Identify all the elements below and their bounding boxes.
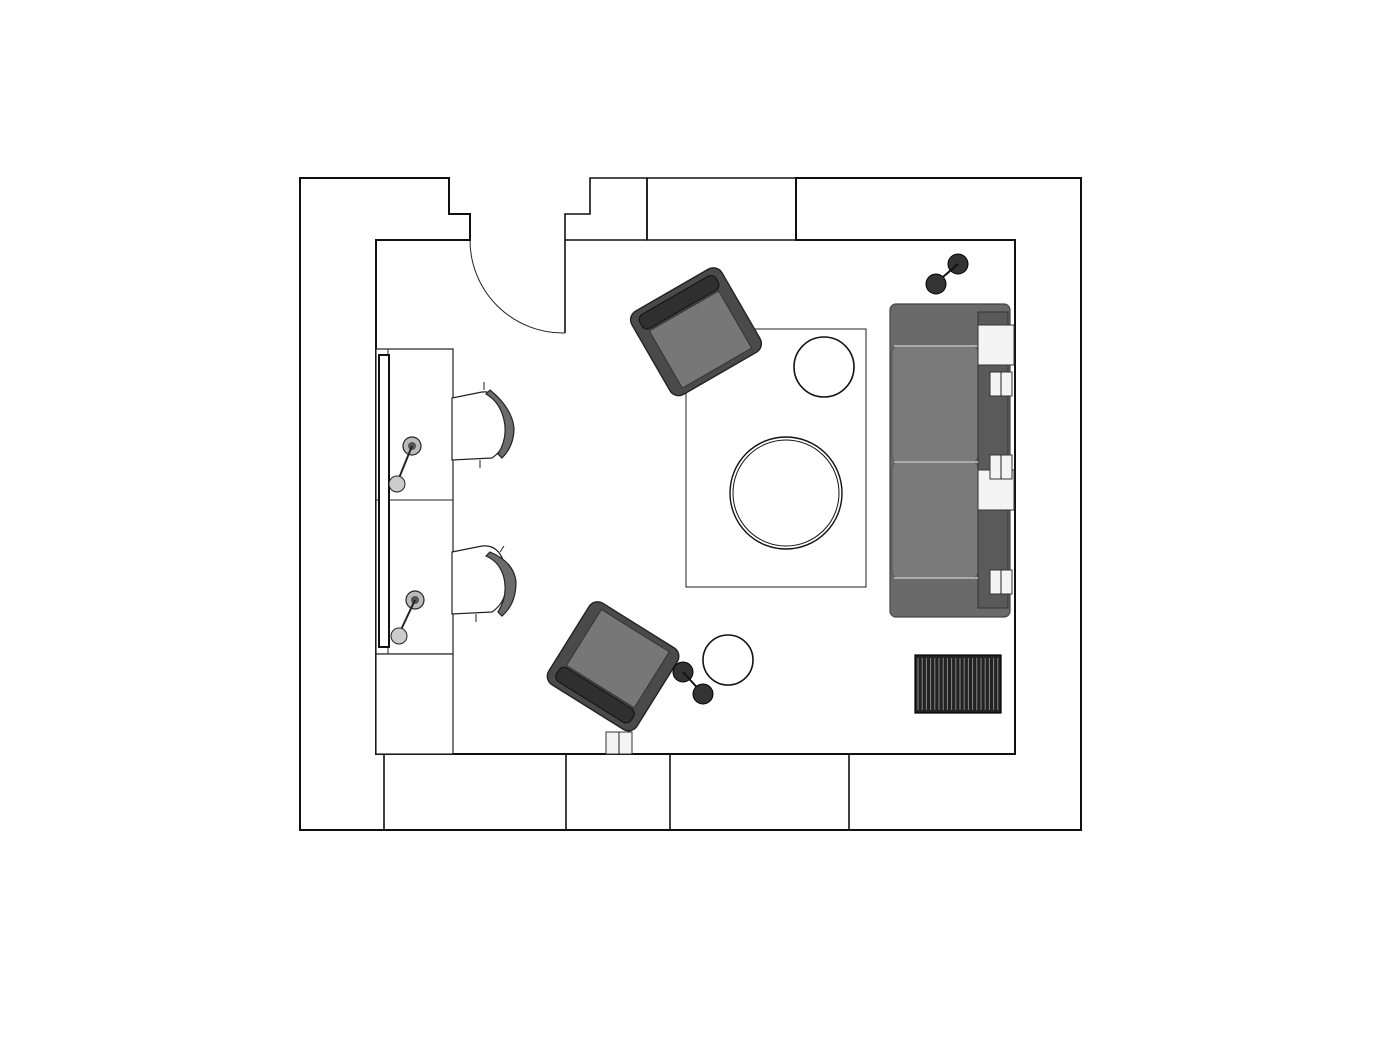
office-chair-icon[interactable] [451, 382, 515, 468]
outlet-icon [989, 569, 1013, 595]
door-swing-icon[interactable] [469, 239, 566, 334]
side-table-icon [702, 634, 754, 686]
walls [299, 177, 1082, 831]
radiator-icon [914, 654, 1002, 714]
office-chair-icon[interactable] [451, 545, 517, 622]
sofa-icon[interactable] [889, 303, 1011, 618]
floor-lamp-icon [925, 253, 969, 295]
desk-lamp-icon [388, 436, 422, 493]
side-table-icon [793, 336, 855, 398]
outlet-icon [605, 731, 633, 755]
desk-icon [375, 348, 454, 755]
floor-lamp-icon [672, 661, 714, 705]
desk-lamp-icon [390, 590, 425, 645]
armchair-icon[interactable] [544, 598, 683, 735]
round-table-icon [729, 436, 843, 550]
side-table-icon [977, 324, 1015, 366]
outlet-icon [989, 371, 1013, 397]
outlet-icon [989, 454, 1013, 480]
armchair-icon[interactable] [627, 264, 765, 399]
rug-icon [685, 328, 867, 588]
